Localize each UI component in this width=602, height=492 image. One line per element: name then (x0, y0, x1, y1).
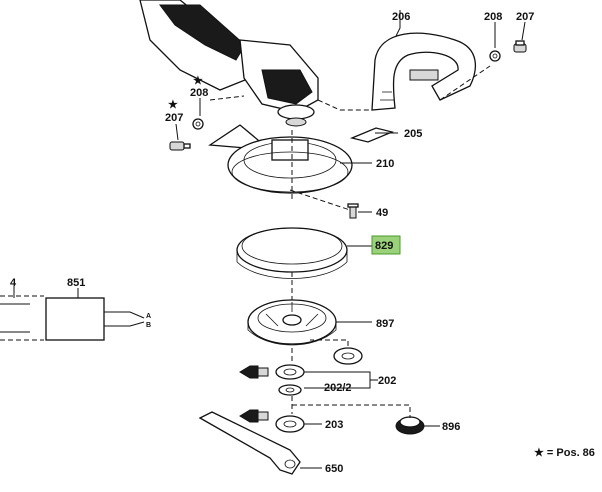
label-49: 49 (376, 207, 388, 219)
washer-208-left (192, 118, 204, 130)
label-plate-205 (349, 127, 395, 143)
nut-right-202 (333, 347, 363, 365)
label-829: 829 (375, 240, 393, 252)
label-851: 851 (67, 277, 85, 289)
grinder-body (139, 0, 319, 127)
label-897: 897 (376, 318, 394, 330)
label-202: 202 (378, 375, 396, 387)
label-206: 206 (392, 11, 410, 23)
flange-nut-203 (275, 415, 305, 433)
handle-206 (371, 32, 476, 111)
spanner-650 (198, 411, 301, 475)
leader-lines (13, 10, 526, 469)
label-650: 650 (325, 463, 343, 475)
flange-nut-202 (275, 364, 305, 396)
label-203: 203 (325, 419, 343, 431)
legend-star-1: ★ (193, 75, 203, 87)
guard-210 (208, 124, 353, 194)
spanner-tool-icon-203 (239, 409, 269, 423)
ring-829 (236, 227, 348, 279)
backing-pad-897 (247, 299, 337, 346)
label-207-top: 207 (516, 11, 534, 23)
label-4: 4 (10, 277, 17, 289)
label-205: 205 (404, 128, 422, 140)
spanner-tool-icon-202 (239, 365, 269, 379)
label-208-left: 208 (190, 87, 208, 99)
part-labels: 206 208 207 ★ 208 ★ 207 205 210 49 829 4… (10, 11, 595, 475)
label-896: 896 (442, 421, 460, 433)
label-208-top: 208 (484, 11, 502, 23)
legend-star-2: ★ (168, 99, 178, 111)
label-b: B (146, 322, 151, 329)
screw-207-top (513, 40, 527, 53)
clamp-nut-896 (395, 416, 425, 435)
legend-text: ★ = Pos. 86 (534, 447, 595, 459)
label-207-left: 207 (165, 112, 183, 124)
highlight-829 (371, 235, 401, 255)
label-a: A (146, 313, 151, 320)
label-210: 210 (376, 158, 394, 170)
electronic-module-851 (0, 295, 145, 341)
washer-208-top (489, 50, 501, 62)
screw-207-left (169, 141, 191, 151)
label-202-2: 202/2 (324, 382, 352, 394)
screw-49 (347, 203, 359, 219)
